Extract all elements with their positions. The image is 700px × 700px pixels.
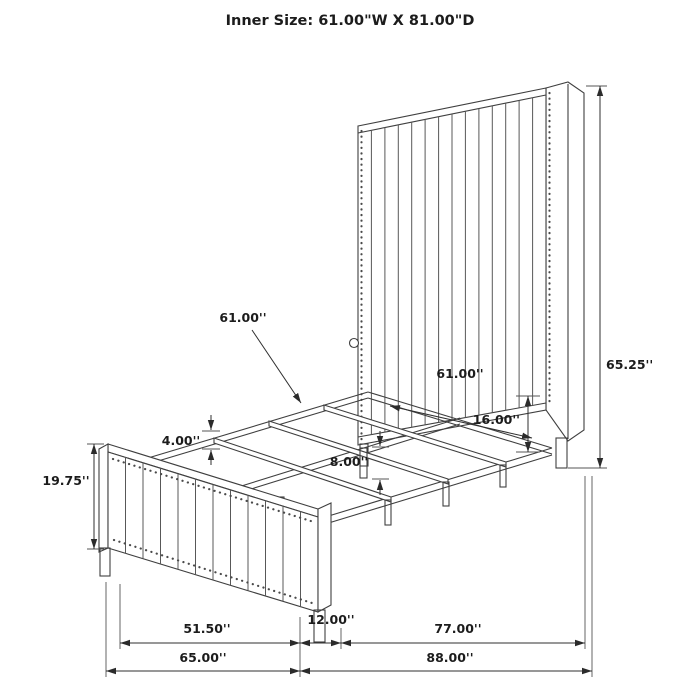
support-leg-measured: [359, 447, 368, 479]
dim-label-leg-height: 8.00'': [330, 454, 369, 469]
dim-label-footboard-width: 65.00'': [179, 650, 226, 665]
footboard: [98, 443, 332, 643]
dim-label-rail-length: 77.00'': [434, 621, 481, 636]
dim-label-headboard-height: 65.25'': [606, 357, 653, 372]
dim-label-side-rail-height: 16.00'': [473, 412, 520, 427]
headboard: [348, 81, 585, 469]
dim-line-inner-width: [389, 405, 533, 439]
leader-slat-callout: [251, 329, 302, 404]
dim-label-inner-width: 61.00'': [436, 366, 483, 381]
cross-slat: [268, 420, 449, 485]
dim-label-slat-thickness: 4.00'': [162, 433, 201, 448]
dim-label-footboard-height: 19.75'': [42, 473, 89, 488]
diagram-title: Inner Size: 61.00"W X 81.00"D: [226, 13, 475, 29]
dim-label-overall-depth: 88.00'': [426, 650, 473, 665]
dim-label-slat-callout: 61.00'': [219, 310, 266, 325]
nailhead-trim-footboard-top: [111, 457, 316, 524]
nailhead-trim-footboard-bottom: [112, 538, 314, 605]
dim-label-footboard-offset: 12.00'': [307, 612, 354, 627]
dim-label-footboard-inner-width: 51.50'': [183, 621, 230, 636]
headboard-bolt: [348, 337, 360, 349]
dimension-annotations: 61.00'' 61.00'' 65.25'' 16.00'' 4.00'' 8…: [42, 85, 653, 677]
support-leg: [499, 464, 507, 488]
support-leg: [442, 481, 450, 507]
support-leg: [384, 499, 392, 526]
